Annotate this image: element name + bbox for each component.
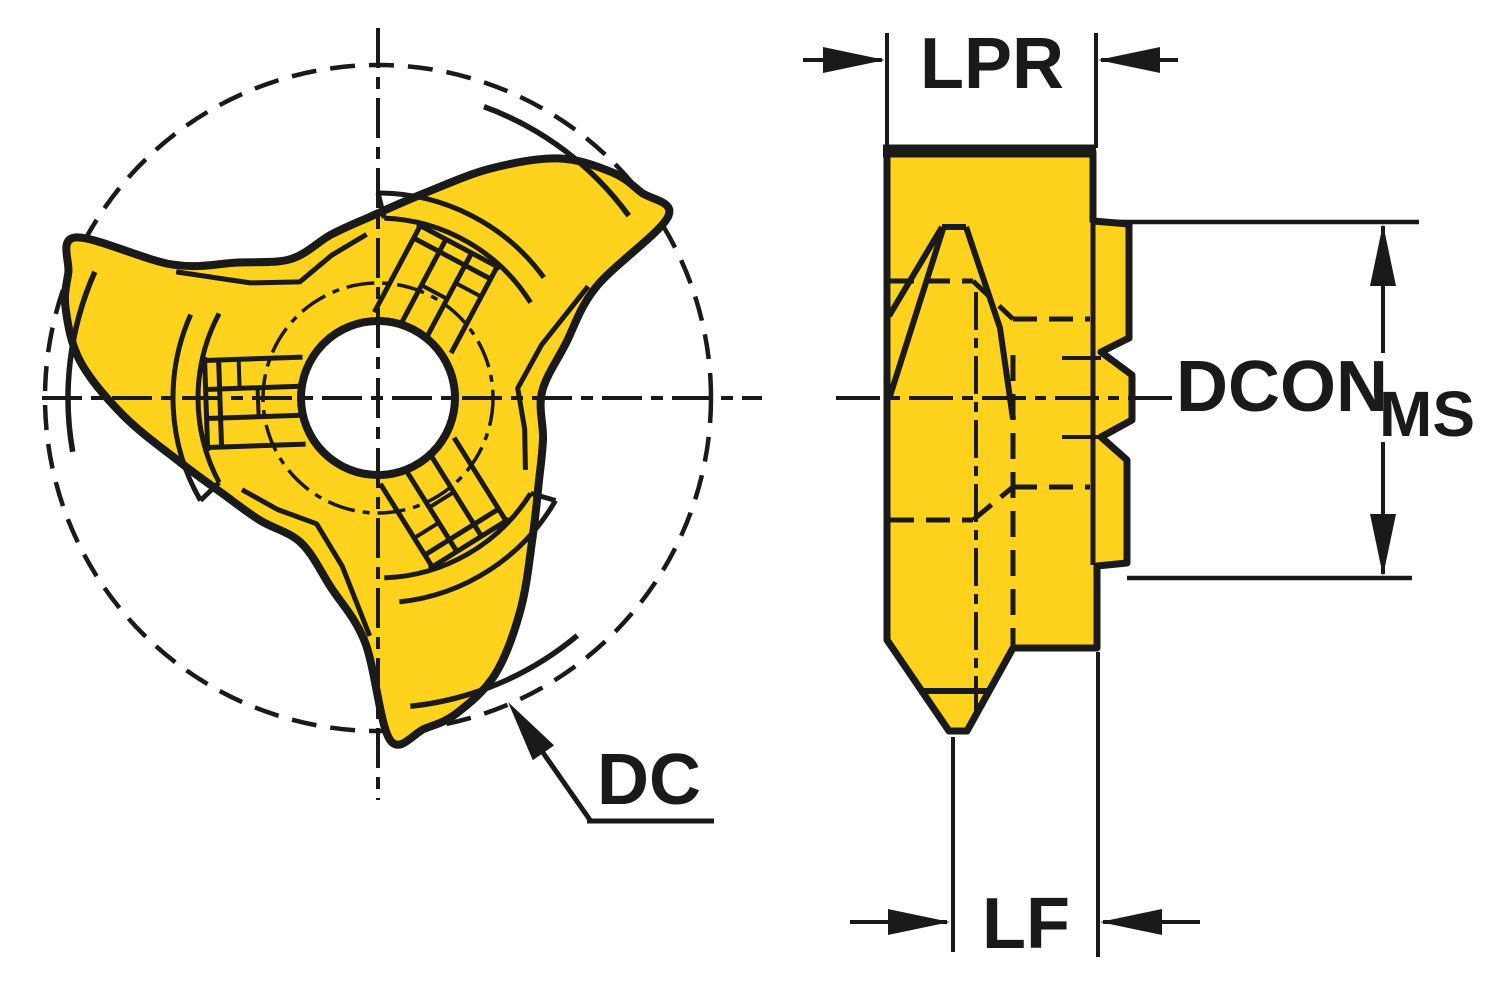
cutting-edge-inner-line	[65, 270, 98, 453]
lobe-land-arc-outer	[377, 190, 546, 279]
cone-slope-left-outer	[886, 225, 945, 318]
cone-slope-left-inner	[887, 228, 946, 397]
flute-inner-line	[515, 284, 591, 470]
hidden-hole-line	[971, 485, 1015, 522]
groove-band-edge	[412, 235, 493, 282]
side-view-insert	[836, 144, 1176, 735]
lpr-arrowhead-left	[823, 47, 885, 73]
label-lpr: LPR	[920, 24, 1064, 104]
groove-band-edge	[416, 221, 502, 271]
groove-tick	[420, 283, 449, 301]
dimension-annotations	[508, 33, 1419, 957]
hidden-hole-line	[971, 279, 1015, 321]
label-lf: LF	[982, 884, 1070, 964]
flute-inner-line	[175, 232, 368, 286]
flute-inner-line	[240, 487, 373, 637]
lobe-land-arc-inner	[384, 215, 533, 304]
groove-band-edge	[423, 506, 501, 558]
groove-tick	[236, 359, 242, 389]
lf-arrowhead-right	[1100, 909, 1162, 935]
lobe-land-arc-outer	[399, 499, 558, 605]
lobe-land-arc-inner	[384, 492, 533, 581]
lobe-land-connector	[198, 480, 221, 503]
label-dcon: DCON	[1176, 347, 1388, 427]
dcon-arrowhead-down	[1370, 514, 1396, 576]
cutting-edge-inner-line	[410, 633, 580, 710]
dc-arrowhead	[508, 702, 555, 761]
lpr-arrowhead-right	[1098, 47, 1160, 73]
dcon-arrowhead-up	[1370, 224, 1396, 286]
lf-arrowhead-left	[888, 909, 950, 935]
cutting-edge-inner-line	[483, 104, 632, 218]
groove-tick	[428, 490, 455, 510]
lobe-land-connector	[529, 490, 557, 503]
groove-band-edge	[216, 359, 225, 448]
groove-band-edge	[202, 356, 211, 452]
cone-slope-right	[963, 226, 1016, 420]
label-dcon-ms-subscript: MS	[1379, 378, 1475, 450]
lobe-land-arc-outer	[170, 313, 203, 502]
groove-tick	[413, 521, 440, 540]
front-view-insert	[42, 28, 762, 800]
groove-tick	[454, 281, 483, 299]
groove-tick	[255, 387, 261, 417]
groove-band-edge	[427, 516, 511, 571]
label-dc: DC	[597, 740, 701, 820]
